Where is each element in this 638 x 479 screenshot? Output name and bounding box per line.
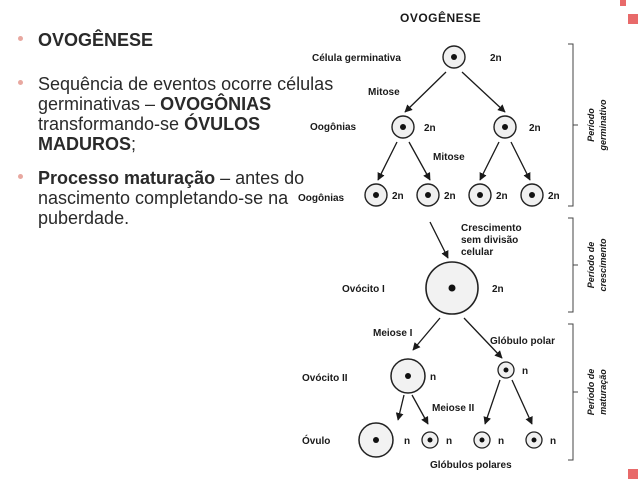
ploidy-oogonia-right: 2n [529, 123, 541, 134]
ploidy-oogonia-4: 2n [548, 191, 560, 202]
label-meiosis-2: Meiose II [432, 403, 474, 414]
bullet-maturation: Processo maturação – antes do nascimento… [16, 168, 346, 228]
bullet-dot [18, 80, 23, 85]
arrow-meiosis-1-left [412, 317, 441, 351]
ovum-nucleus [373, 437, 379, 443]
label-germ-cell: Célula germinativa [312, 53, 401, 64]
period-growth-line-1: Período de [586, 242, 596, 289]
ploidy-oogonia-2: 2n [444, 191, 456, 202]
label-polar-bodies: Glóbulos polares [430, 460, 512, 471]
ploidy-oogonia-left: 2n [424, 123, 436, 134]
bracket-growth [568, 217, 578, 313]
top-right-accent-bar [620, 0, 626, 6]
period-germinative-line-1: Período [586, 108, 596, 142]
germ-cell-nucleus [451, 54, 457, 60]
bullet-sequence: Sequência de eventos ocorre células germ… [16, 74, 346, 154]
label-oogonia-2: Oogônias [298, 193, 345, 204]
period-maturation: Período de maturação [586, 369, 608, 416]
ploidy-polar-body-1: n [446, 436, 452, 447]
ploidy-oocyte-2: n [430, 372, 436, 383]
label-oocyte-2: Ovócito II [302, 373, 348, 384]
arrow-meiosis-2-c [483, 379, 501, 425]
bullet-title-text: OVOGÊNESE [38, 30, 154, 50]
bullet-sequence-text-2: transformando-se [38, 114, 185, 134]
period-growth: Período de crescimento [586, 238, 608, 292]
oocyte-1-nucleus [448, 284, 456, 292]
label-ovum: Óvulo [302, 434, 330, 447]
top-right-accent-square [628, 14, 638, 24]
diagram-title: OVOGÊNESE [400, 10, 481, 25]
polar-body-2-nucleus [479, 437, 485, 443]
period-germinative-line-2: germinativo [598, 99, 608, 152]
arrow-meiosis-2-d [511, 379, 533, 425]
oogonia-cell-4-nucleus [529, 192, 535, 198]
first-polar-body-nucleus [503, 367, 509, 373]
label-growth-2: sem divisão [461, 235, 518, 246]
bullet-dot [18, 36, 23, 41]
label-growth-1: Crescimento [461, 223, 522, 234]
arrow-oog-l2 [408, 141, 431, 181]
bullet-maturation-text: – antes do nascimento completando-se na … [38, 168, 305, 228]
oocyte-2-nucleus [405, 373, 411, 379]
ploidy-oogonia-1: 2n [392, 191, 404, 202]
label-polar-body: Glóbulo polar [490, 336, 555, 347]
oogonia-cell-left-nucleus [400, 124, 406, 130]
ploidy-polar-body-2: n [498, 436, 504, 447]
arrow-growth [429, 221, 449, 259]
bullet-oogonias-term: OVOGÔNIAS [160, 94, 272, 114]
ploidy-first-polar-body: n [522, 366, 528, 377]
ploidy-oocyte-1: 2n [492, 284, 504, 295]
ploidy-germ-cell: 2n [490, 53, 502, 64]
oogonia-cell-1-nucleus [373, 192, 379, 198]
label-growth-3: celular [461, 247, 493, 258]
oogenesis-diagram: OVOGÊNESE Célula germinativa 2n Mitose O… [298, 10, 608, 471]
arrow-meiosis-1-right [463, 317, 503, 359]
bullet-maturation-term: Processo maturação [38, 168, 216, 188]
ploidy-ovum: n [404, 436, 410, 447]
bullet-sequence-text: Sequência de eventos ocorre células germ… [38, 74, 334, 114]
bullet-dot [18, 174, 23, 179]
arrow-meiosis-2-a [395, 394, 405, 421]
bullet-list: OVOGÊNESE Sequência de eventos ocorre cé… [16, 30, 346, 242]
oogonia-cell-right-nucleus [502, 124, 508, 130]
label-mitosis-2: Mitose [433, 152, 465, 163]
bullet-title: OVOGÊNESE [16, 30, 346, 50]
arrow-oog-r2 [510, 141, 531, 181]
polar-body-1-nucleus [427, 437, 433, 443]
period-germinative: Período germinativo [586, 99, 608, 152]
label-meiosis-1: Meiose I [373, 328, 413, 339]
bottom-right-accent-square [628, 469, 638, 479]
arrow-meiosis-2-b [411, 394, 429, 425]
polar-body-3-nucleus [531, 437, 537, 443]
bullet-ovulos-term: ÓVULOS MADUROS [38, 114, 261, 154]
arrow-germ-left [404, 71, 447, 113]
period-maturation-line-2: maturação [598, 369, 608, 415]
arrow-germ-right [461, 71, 506, 113]
label-oogonia-1: Oogônias [310, 122, 357, 133]
bracket-maturation [568, 323, 578, 461]
period-maturation-line-1: Período de [586, 369, 596, 416]
oogonia-cell-2-nucleus [425, 192, 431, 198]
bullet-sequence-text-3: ; [131, 134, 137, 154]
arrow-oog-r1 [479, 141, 500, 181]
ploidy-oogonia-3: 2n [496, 191, 508, 202]
arrow-oog-l1 [377, 141, 398, 181]
oogonia-cell-3-nucleus [477, 192, 483, 198]
label-oocyte-1: Ovócito I [342, 284, 385, 295]
ploidy-polar-body-3: n [550, 436, 556, 447]
label-mitosis-1: Mitose [368, 87, 400, 98]
bracket-germinative [568, 43, 578, 207]
period-growth-line-2: crescimento [598, 238, 608, 292]
